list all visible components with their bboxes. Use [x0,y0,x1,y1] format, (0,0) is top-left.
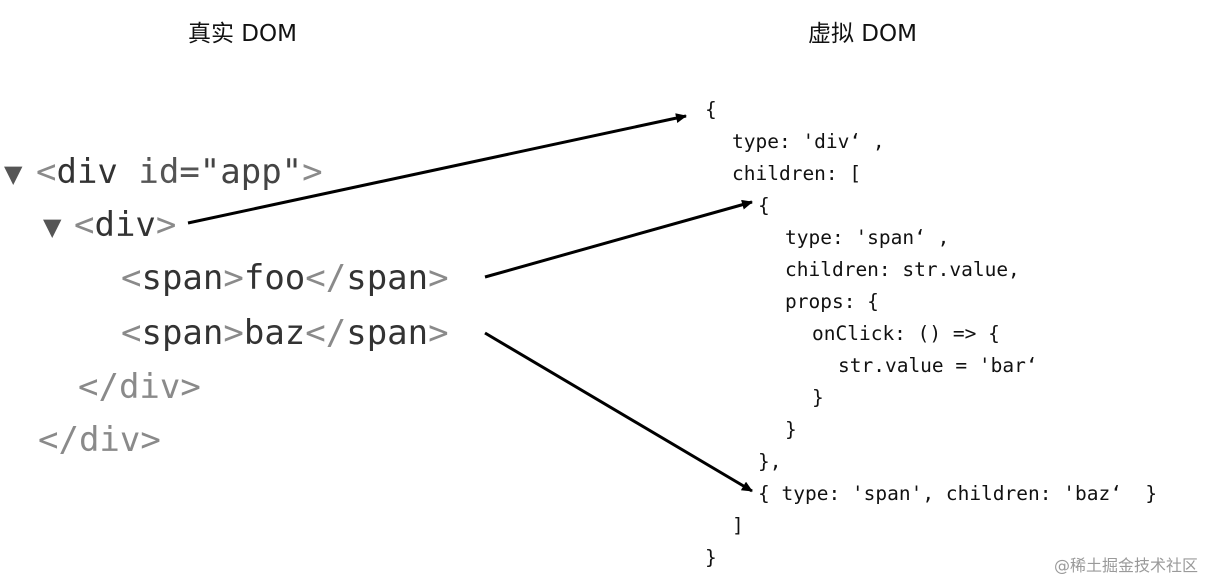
vdom-line: } [705,546,717,569]
watermark: @稀土掘金技术社区 [1054,556,1199,575]
real-dom-title: 真实 DOM [188,21,297,47]
dom-line-span-baz: <span>baz</span> [121,313,449,353]
dom-line-span-foo: <span>foo</span> [121,258,449,298]
vdom-line: children: [ [732,162,862,185]
collapse-triangle-icon[interactable]: ▼ [43,213,62,241]
vdom-line: }, [758,450,782,473]
dom-line-div: <div> [74,205,177,245]
vdom-line: ] [732,514,744,537]
arrow-app-div [187,113,687,225]
vdom-line: { [758,194,770,217]
vdom-line: children: str.value, [785,258,1020,281]
vdom-line: } [785,418,797,441]
arrow-span-baz [484,331,753,493]
collapse-triangle-icon[interactable]: ▼ [4,160,23,188]
arrow-span-foo [484,199,753,279]
vdom-line: } [812,386,824,409]
vdom-line: { [705,98,717,121]
vdom-line: type: 'span‘ , [785,226,950,249]
dom-line-close-div-inner: </div> [78,367,201,407]
vdom-line: onClick: () => { [812,322,1000,345]
vdom-line: type: 'div‘ , [732,130,885,153]
dom-line-div-app: <div id="app"> [36,152,323,192]
dom-line-close-div-outer: </div> [38,420,161,460]
vdom-line: { type: 'span', children: 'baz‘ } [758,482,1158,505]
vdom-line: props: { [785,290,879,313]
vdom-line: str.value = 'bar‘ [838,354,1038,377]
virtual-dom-title: 虚拟 DOM [808,21,917,47]
